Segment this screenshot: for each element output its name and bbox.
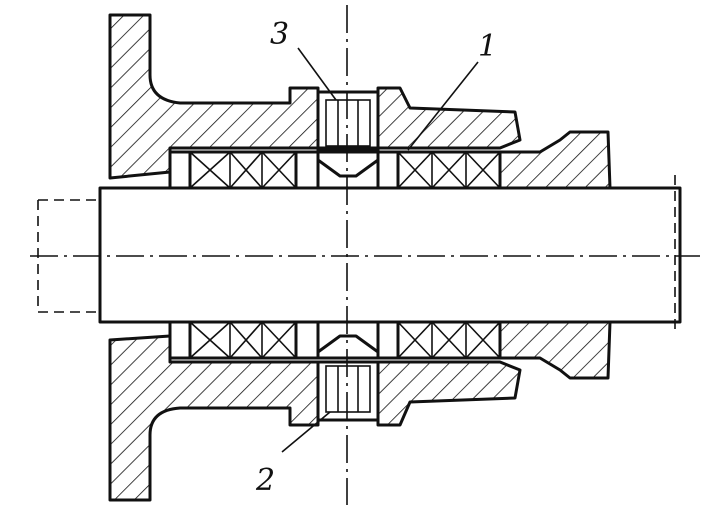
seal-ring-lower — [498, 320, 612, 380]
bearing-lower-rollers — [189, 321, 501, 359]
leader-line-3 — [297, 47, 337, 101]
bearing-upper-rollers — [189, 151, 501, 189]
callout-1: 1 — [478, 29, 497, 64]
plug-upper — [316, 90, 380, 178]
housing-lower — [108, 334, 522, 502]
seal-ring-upper — [498, 130, 612, 190]
bearing-upper — [168, 150, 502, 190]
leader-line-2 — [281, 411, 331, 453]
plug-lower — [316, 334, 380, 422]
callout-3: 3 — [270, 17, 289, 52]
callout-2: 2 — [255, 463, 275, 498]
shaft — [37, 175, 682, 335]
leader-line-1 — [407, 61, 479, 151]
